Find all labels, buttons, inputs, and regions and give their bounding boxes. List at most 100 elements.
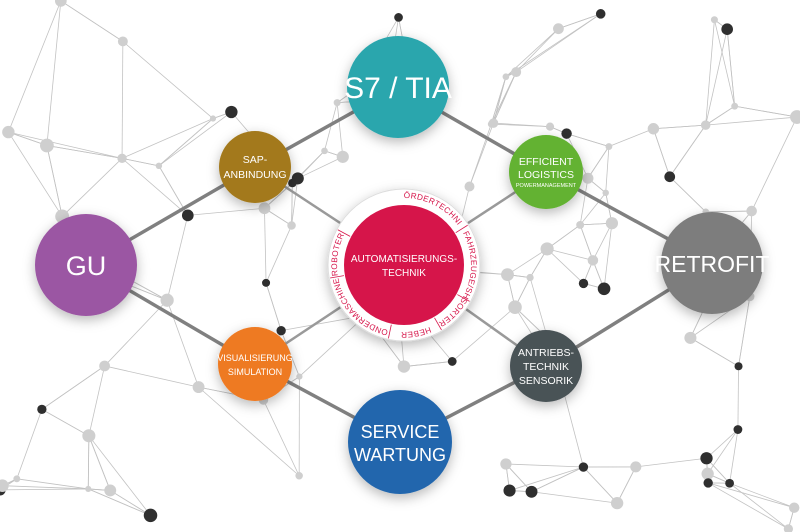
mesh-line — [505, 463, 532, 493]
mesh-dot — [595, 9, 606, 19]
node-sap-label-line2: ANBINDUNG — [223, 169, 286, 181]
mesh-line — [60, 0, 124, 42]
node-s7-tia-label: S7 / TIA — [344, 72, 452, 105]
mesh-dot — [0, 479, 9, 492]
mesh-dot — [553, 23, 564, 35]
mesh-line — [729, 482, 795, 509]
mesh-line — [158, 118, 214, 167]
mesh-line — [531, 491, 618, 504]
mesh-line — [265, 225, 292, 284]
node-antriebs-label-line2: TECHNIK — [523, 361, 569, 373]
mesh-dot — [336, 150, 349, 163]
mesh-line — [714, 19, 736, 107]
node-retrofit-label: RETROFIT — [655, 251, 770, 277]
mesh-dot — [597, 282, 611, 296]
ring-separator — [337, 229, 351, 237]
mesh-line — [608, 128, 654, 147]
mesh-line — [87, 435, 90, 489]
mesh-line — [297, 156, 343, 179]
center-label-line1: AUTOMATISIERUNGS- — [351, 254, 457, 265]
mesh-line — [729, 482, 789, 530]
node-efficient-logistics: EFFICIENT LOGISTICS POWERMANAGEMENT — [509, 135, 583, 209]
mesh-line — [121, 158, 189, 216]
mesh-dot — [155, 162, 163, 170]
node-antriebs-label-line3: SENSORIK — [519, 375, 573, 387]
mesh-dot — [578, 278, 589, 289]
mesh-dot — [296, 373, 303, 380]
mesh-line — [579, 224, 594, 261]
mesh-line — [738, 296, 751, 367]
node-antriebs-circle — [510, 330, 582, 402]
mesh-dot — [394, 13, 403, 22]
mesh-line — [110, 490, 151, 516]
node-antriebs-label-line1: ANTRIEBS- — [518, 347, 575, 359]
mesh-dot — [582, 172, 594, 184]
node-visualisierung-simulation: VISUALISIERUNG SIMULATION — [217, 327, 293, 401]
mesh-line — [16, 478, 89, 490]
mesh-line — [705, 116, 797, 126]
mesh-line — [158, 111, 232, 167]
mesh-line — [547, 248, 594, 261]
mesh-dot — [731, 102, 739, 110]
node-s7-tia-circle — [347, 36, 449, 138]
mesh-dot — [610, 496, 624, 510]
node-gu-circle — [35, 214, 137, 316]
node-service-wartung: SERVICE WARTUNG — [348, 390, 452, 494]
mesh-dot — [587, 255, 599, 266]
mesh-line — [121, 118, 214, 159]
mesh-line — [603, 223, 613, 289]
mesh-line — [605, 146, 610, 193]
mesh-dot — [2, 125, 15, 139]
mesh-line — [8, 131, 63, 217]
mesh-line — [706, 429, 739, 459]
mesh-line — [88, 435, 151, 516]
mesh-dot — [225, 105, 238, 119]
mesh-dot — [192, 381, 205, 394]
mesh-dot — [333, 99, 341, 107]
mesh-line — [187, 207, 265, 216]
node-visualisierung-circle — [218, 327, 292, 401]
mesh-line — [708, 482, 795, 509]
mesh-line — [737, 366, 739, 430]
node-sap-label-line1: SAP- — [243, 154, 268, 166]
mesh-line — [705, 19, 715, 126]
ring-separator — [455, 224, 468, 234]
mesh-line — [705, 29, 728, 126]
mesh-line — [505, 463, 584, 468]
mesh-line — [592, 223, 613, 261]
mesh-dot — [104, 484, 117, 497]
mesh-line — [579, 178, 589, 225]
mesh-line — [669, 176, 707, 213]
ring-separator — [434, 317, 442, 331]
mesh-dot — [783, 524, 794, 532]
mesh-line — [46, 145, 63, 217]
node-service-circle — [348, 390, 452, 494]
ring-separator — [330, 275, 344, 279]
mesh-dot — [288, 178, 297, 188]
mesh-line — [263, 399, 300, 476]
mesh-dot — [464, 181, 475, 192]
node-service-label-line2: WARTUNG — [354, 445, 446, 465]
mesh-line — [46, 0, 62, 146]
mesh-dot — [143, 508, 158, 523]
mesh-line — [291, 178, 299, 226]
node-sap-circle — [219, 131, 291, 203]
mesh-line — [529, 277, 548, 339]
mesh-dot — [99, 360, 110, 372]
mesh-dot — [790, 110, 800, 124]
mesh-dot — [321, 147, 328, 155]
mesh-dot — [503, 484, 516, 497]
mesh-line — [324, 102, 338, 151]
mesh-dot — [526, 273, 534, 282]
mesh-line — [507, 248, 548, 275]
mesh-dot — [605, 143, 613, 150]
node-visualisierung-label-line2: SIMULATION — [228, 367, 282, 377]
mesh-line — [587, 146, 610, 179]
ring-separator — [388, 324, 392, 339]
mesh-dot — [181, 209, 194, 222]
mesh-dot — [701, 467, 714, 480]
mesh-dot — [447, 357, 457, 366]
mesh-line — [546, 224, 581, 250]
